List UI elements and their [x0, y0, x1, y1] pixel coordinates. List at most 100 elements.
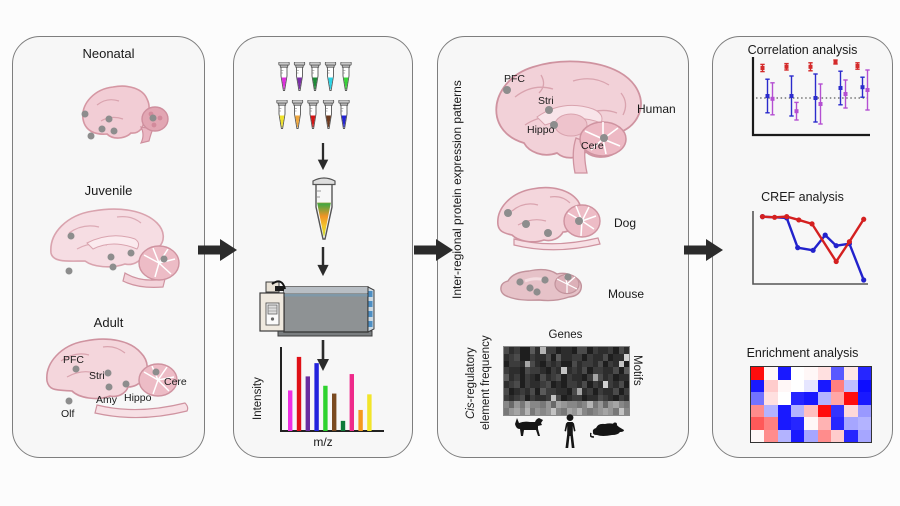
sample-dots — [516, 273, 572, 296]
sample-tubes-row2 — [276, 100, 350, 130]
cre-heatmap-cell — [592, 353, 598, 361]
cis-italic: Cis — [465, 402, 477, 419]
panel-sample-prep: Intensity m/z — [233, 36, 413, 458]
cre-heatmap-cell — [618, 381, 624, 388]
cre-heatmap-cell — [514, 374, 520, 381]
cre-heatmap-cell — [524, 387, 531, 395]
cre-heatmap-cell — [530, 408, 536, 415]
cre-heatmap-cell — [556, 401, 562, 409]
cre-heatmap-cell — [592, 381, 598, 388]
cre-heatmap-cell — [550, 408, 557, 415]
cre-heatmap-cell — [576, 374, 583, 381]
panel-developmental-stages: Neonatal Juvenile — [12, 36, 205, 458]
cre-heatmap-cell — [530, 347, 536, 354]
cre-heatmap-cell — [530, 401, 536, 409]
cre-heatmap-cell — [535, 374, 541, 381]
cre-heatmap-cell — [613, 353, 619, 361]
cre-heatmap-cell — [608, 347, 614, 354]
cre-heatmap-cell — [509, 347, 515, 354]
sample-dots — [81, 110, 157, 140]
enrichment-cell — [844, 367, 858, 380]
region-label-amy: Amy — [96, 394, 117, 406]
cre-heatmap-cell — [566, 381, 572, 388]
cre-heatmap-cell — [530, 387, 536, 395]
cre-heatmap-cell — [613, 394, 619, 402]
cre-heatmap-cell — [535, 360, 541, 368]
cre-heatmap-cell — [519, 387, 525, 395]
cre-heatmap-cell — [545, 408, 551, 415]
cre-heatmap-cell — [545, 353, 551, 361]
cre-heatmap-cell — [519, 347, 525, 354]
cre-heatmap-cell — [613, 367, 619, 375]
cre-heatmap-cell — [530, 360, 536, 368]
cre-heatmap-cell — [613, 387, 619, 395]
cre-heatmap-cell — [623, 353, 629, 361]
cre-heatmap-cell — [556, 353, 562, 361]
enrichment-cell — [777, 379, 791, 392]
region-label-cere: Cere — [164, 376, 187, 388]
cre-heatmap-cell — [602, 381, 609, 388]
cre-heatmap-cell — [576, 387, 583, 395]
enrichment-cell — [857, 429, 871, 442]
cre-heatmap-cell — [509, 387, 515, 395]
cre-heatmap-cell — [587, 353, 593, 361]
enrichment-cell — [844, 404, 858, 417]
cre-heatmap-cell — [613, 347, 619, 354]
cre-heatmap-cell — [608, 381, 614, 388]
cre-heatmap-cell — [566, 374, 572, 381]
cre-heatmap-cell — [571, 374, 577, 381]
cre-heatmap-cell — [561, 408, 567, 415]
cre-frequency-heatmap — [503, 346, 630, 416]
human-icon — [564, 414, 576, 448]
cre-heatmap-cell — [535, 353, 541, 361]
cre-heatmap-cell — [519, 394, 525, 402]
cre-heatmap-cell — [582, 381, 588, 388]
cre-heatmap-cell — [597, 347, 603, 354]
cre-heatmap-cell — [618, 353, 624, 361]
cre-heatmap-cell — [597, 353, 603, 361]
down-arrow-icon — [317, 247, 329, 277]
region-label-stri: Stri — [538, 95, 554, 107]
cre-heatmap-cell — [519, 408, 525, 415]
cre-heatmap-cell — [530, 367, 536, 375]
cre-heatmap-cell — [504, 374, 510, 381]
cre-heatmap-cell — [576, 360, 583, 368]
cre-heatmap-cell — [571, 367, 577, 375]
cre-heatmap-cell — [545, 347, 551, 354]
enrichment-cell — [804, 404, 818, 417]
dog-icon — [515, 418, 543, 436]
mass-spectrum-chart — [280, 347, 384, 432]
region-label-pfc: PFC — [504, 73, 525, 85]
spectrum-y-axis-label: Intensity — [252, 377, 264, 421]
cre-heatmap-cell — [561, 367, 567, 375]
cre-heatmap-cell — [524, 394, 531, 402]
panel-side-label: Inter-regional protein expression patter… — [450, 80, 464, 300]
cre-heatmap-cell — [618, 360, 624, 368]
cre-heatmap-cell — [576, 367, 583, 375]
flow-arrow-icon — [198, 239, 237, 261]
cre-heatmap-cell — [576, 347, 583, 354]
pooled-tube-illustration — [312, 177, 336, 240]
cre-heatmap-cell — [602, 401, 609, 409]
cref-analysis-title: CREF analysis — [761, 190, 844, 204]
enrichment-cell — [804, 429, 818, 442]
cre-heatmap-cell — [504, 401, 510, 409]
cre-heatmap-cell — [571, 360, 577, 368]
cre-heatmap-cell — [509, 374, 515, 381]
cre-heatmap-cell — [592, 360, 598, 368]
enrichment-cell — [830, 417, 845, 430]
cre-heatmap-cell — [592, 347, 598, 354]
cre-heatmap-cell — [618, 401, 624, 409]
cre-frequency-axis-label: Cis-regulatory element frequency — [464, 327, 494, 439]
cis-rest: -regulatory — [465, 347, 477, 403]
cre-heatmap-cell — [592, 367, 598, 375]
region-label-olf: Olf — [61, 408, 75, 420]
cre-heatmap-cell — [519, 367, 525, 375]
cre-heatmap-cell — [540, 394, 546, 402]
cre-heatmap-cell — [582, 374, 588, 381]
enrichment-cell — [777, 367, 791, 380]
cre-heatmap-cell — [561, 374, 567, 381]
cre-heatmap-cell — [571, 387, 577, 395]
cre-heatmap-cell — [587, 367, 593, 375]
